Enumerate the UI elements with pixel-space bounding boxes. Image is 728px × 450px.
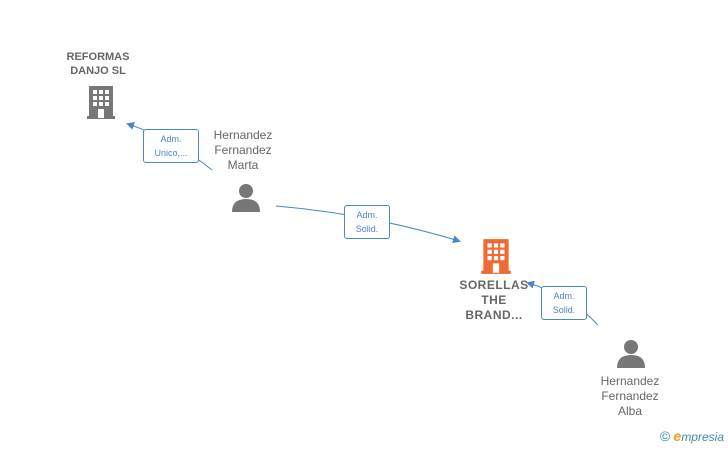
label-line: Hernandez (213, 128, 273, 142)
label-line: Fernandez (214, 143, 272, 157)
edge-badge-alba-sorellas[interactable]: Adm. Solid. (541, 286, 587, 320)
node-label-reformas: REFORMAS DANJO SL (48, 50, 148, 78)
empresia-watermark: © empresia (660, 428, 724, 444)
building-icon[interactable] (85, 84, 117, 120)
person-icon[interactable] (615, 338, 647, 370)
brand-logo-e: e (673, 428, 682, 444)
label-line: Hernandez (600, 374, 660, 388)
label-line: THE (481, 293, 507, 307)
label-line: SORELLAS (459, 278, 529, 292)
label-line: DANJO SL (70, 65, 126, 77)
person-icon[interactable] (230, 182, 262, 214)
copyright-symbol: © (659, 428, 671, 444)
label-line: BRAND... (465, 308, 523, 322)
edge-badge-marta-reformas[interactable]: Adm. Unico,... (143, 129, 199, 163)
label-line: Alba (617, 404, 643, 418)
badge-line: Solid. (552, 305, 576, 315)
badge-line: Adm. (160, 134, 182, 144)
label-line: REFORMAS (66, 51, 130, 63)
brand-name: mpresia (681, 430, 724, 444)
badge-line: Solid. (355, 224, 379, 234)
node-label-sorellas: SORELLAS THE BRAND... (444, 278, 544, 323)
edge-badge-marta-sorellas[interactable]: Adm. Solid. (344, 205, 390, 239)
node-label-alba: Hernandez Fernandez Alba (580, 374, 680, 419)
node-label-marta: Hernandez Fernandez Marta (193, 128, 293, 173)
badge-line: Adm. (356, 210, 378, 220)
building-icon-main[interactable] (479, 237, 513, 275)
badge-line: Unico,... (154, 148, 188, 158)
label-line: Fernandez (601, 389, 659, 403)
label-line: Marta (227, 158, 259, 172)
badge-line: Adm. (553, 291, 575, 301)
